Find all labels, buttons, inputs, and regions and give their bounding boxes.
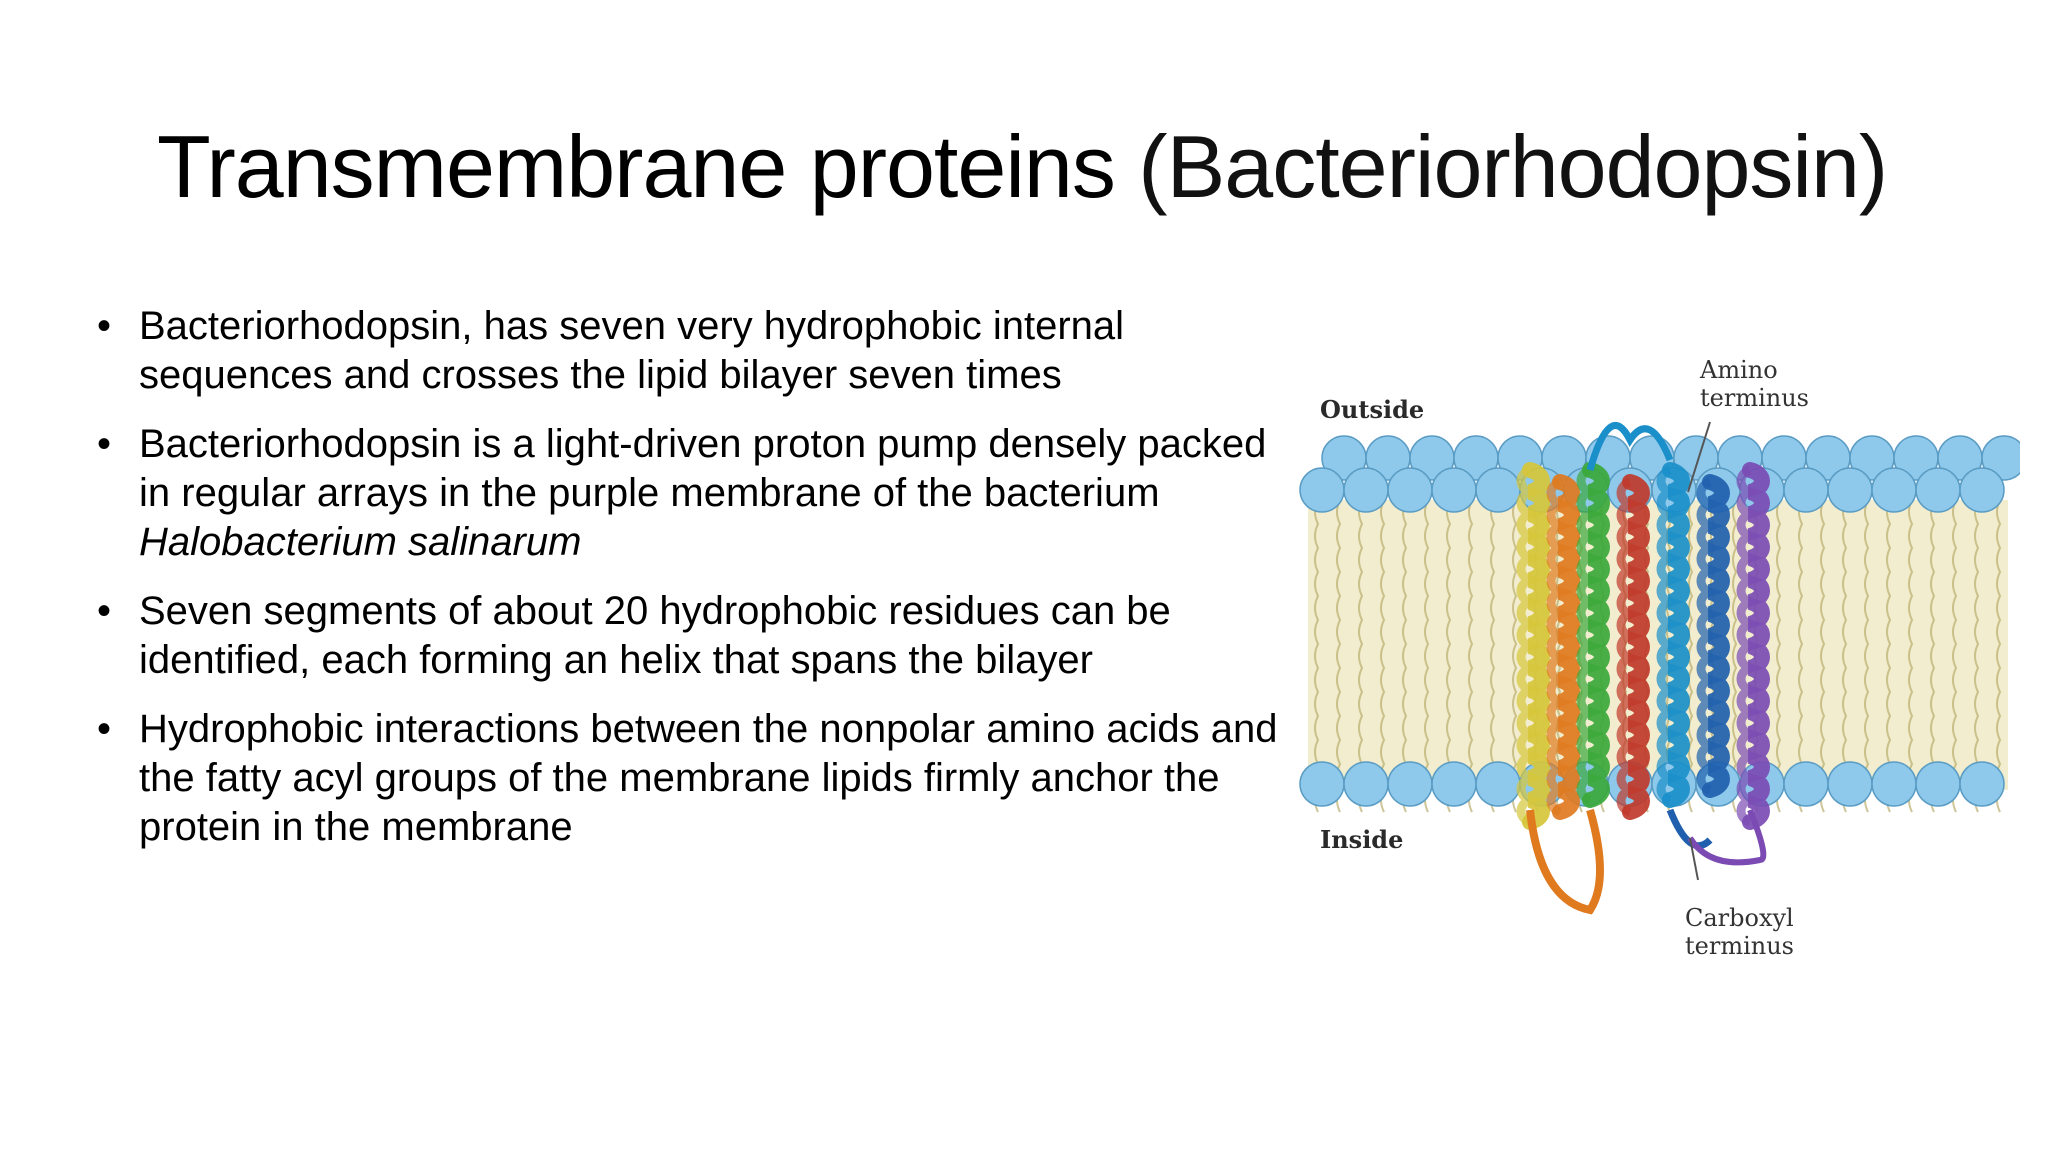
bullet-dot: • [97,589,112,633]
lipid-tail [1512,499,1518,813]
bullet-dot: • [97,422,112,466]
helix-loop [1526,808,1604,915]
lipid-tail [1732,499,1738,813]
bullet-dot: • [97,304,112,348]
amino-label-line1: Amino [1700,356,1778,384]
bullet-dot: • [97,707,112,751]
membrane-diagram [1299,421,2027,915]
bullet-text: Bacteriorhodopsin is a light-driven prot… [139,422,1267,515]
bullet-text: Seven segments of about 20 hydrophobic r… [139,589,1171,682]
bullet-text: Hydrophobic interactions between the non… [139,707,1278,849]
lipid-head [1871,761,1917,807]
bullet-item: • Bacteriorhodopsin, has seven very hydr… [95,302,1305,400]
helix-backbone [1516,465,1545,827]
lipid-head [1475,761,1521,807]
helix-ribbon [1622,474,1650,820]
helix-ribbon [1662,462,1690,808]
bullet-list: • Bacteriorhodopsin, has seven very hydr… [95,302,1305,872]
lipid-head [1299,467,1345,513]
lipid-head [1783,761,1829,807]
carboxyl-label-line1: Carboxyl [1685,904,1794,932]
bacteriorhodopsin-figure: Outside Inside Amino terminus Carboxyl t… [1290,340,2027,980]
helix-backbone [1736,465,1765,827]
lipid-head [1299,761,1345,807]
helix-backbone [1546,477,1575,817]
bullet-text: Bacteriorhodopsin, has seven very hydrop… [139,304,1125,397]
lipid-tail [1336,499,1342,813]
lipid-tail [1776,499,1782,813]
lipid-head [1343,467,1389,513]
lipid-head [1343,761,1389,807]
lipid-head [1871,467,1917,513]
helix-loop [1687,808,1767,866]
lipid-head [1475,467,1521,513]
title-main: Transmembrane proteins [157,117,1116,216]
amino-label-line2: terminus [1700,384,1809,412]
lipid-tail [1380,499,1386,813]
lipid-tail [1908,499,1914,813]
helix-backbone [1576,465,1605,805]
lipid-tail [1468,499,1474,813]
lipid-head [1959,467,2005,513]
bullet-item: • Hydrophobic interactions between the n… [95,705,1305,852]
lipid-heads [1299,435,2027,807]
lipid-tail [1952,499,1958,813]
lipid-tail [1996,499,2002,813]
helix-ribbon [1552,474,1580,820]
helix-backbone [1616,477,1645,817]
protein-helices [1516,422,1770,915]
lipid-head [1959,761,2005,807]
lipid-head [1915,761,1961,807]
helix-backbone [1696,477,1725,795]
inside-label: Inside [1320,825,1404,854]
lipid-tail [1820,499,1826,813]
lipid-head [1431,467,1477,513]
bullet-species-name: Halobacterium salinarum [139,520,582,564]
lipid-head [1915,467,1961,513]
bullet-item: • Bacteriorhodopsin is a light-driven pr… [95,420,1305,567]
amino-pointer [1687,421,1711,493]
lipid-head [1783,467,1829,513]
lipid-head [1387,467,1433,513]
helix-backbone [1656,465,1685,805]
lipid-tail [1424,499,1430,813]
outside-label: Outside [1320,395,1425,424]
carboxyl-label-line2: terminus [1685,932,1794,960]
lipid-head [1431,761,1477,807]
lipid-head [1827,761,1873,807]
lipid-head [1387,761,1433,807]
title-sub: (Bacteriorhodopsin) [1138,117,1888,216]
helix-loop [1586,422,1674,471]
helix-ribbon [1582,462,1610,808]
carboxyl-pointer [1689,837,1699,881]
slide-title: Transmembrane proteins (Bacteriorhodopsi… [157,112,1957,222]
lipid-tail [1864,499,1870,813]
bullet-item: • Seven segments of about 20 hydrophobic… [95,587,1305,685]
lipid-head [1827,467,1873,513]
